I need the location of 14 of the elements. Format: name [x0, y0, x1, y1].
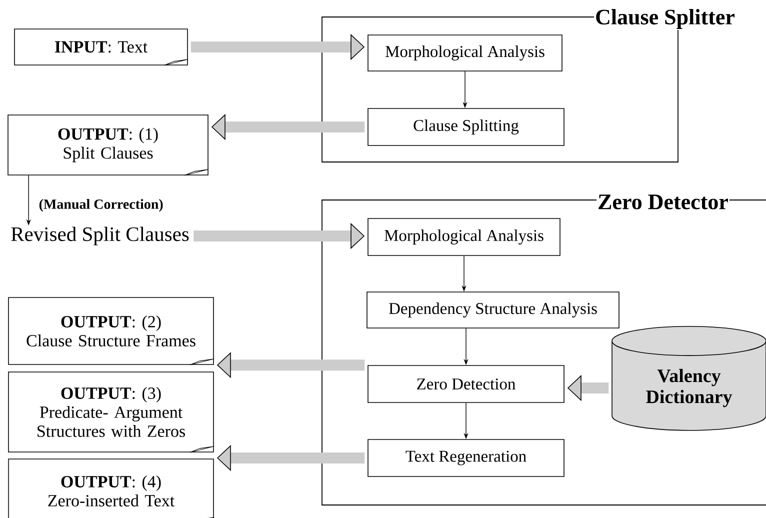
text-label: Revised Split Clauses	[11, 226, 189, 246]
document-box: OUTPUT: (2) Clause Structure Frames	[8, 297, 214, 366]
document-box: OUTPUT: (4) Zero-inserted Text	[8, 458, 214, 518]
document-box: OUTPUT: (3) Predicate- Argument Structures with Zeros	[8, 372, 214, 453]
process-box: Morphological Analysis	[368, 218, 560, 256]
process-box: Dependency Structure Analysis	[366, 292, 620, 328]
process-box: Morphological Analysis	[368, 34, 562, 72]
process-box: Zero Detection	[368, 365, 564, 403]
database-cylinder: Valency Dictionary	[612, 326, 766, 431]
edge-label: (Manual Correction)	[38, 198, 164, 213]
process-box: Text Regeneration	[368, 439, 564, 477]
process-box: Clause Splitting	[368, 108, 564, 146]
document-box: OUTPUT: (1) Split Clauses	[8, 114, 209, 176]
document-box: INPUT: Text	[14, 28, 188, 66]
